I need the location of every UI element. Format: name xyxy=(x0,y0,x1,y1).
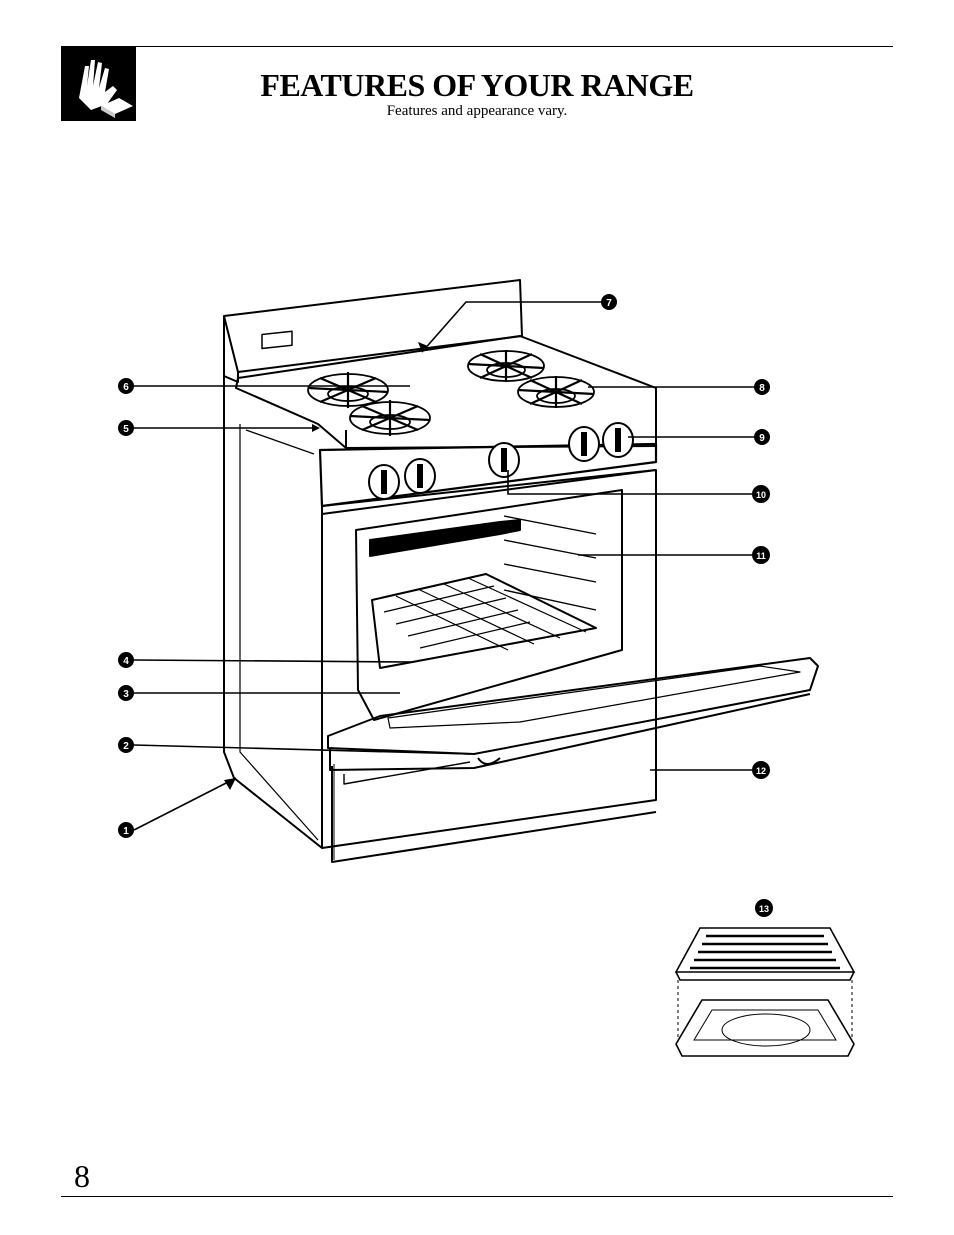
page-number: 8 xyxy=(74,1158,90,1194)
callout-4 xyxy=(118,652,134,668)
callout-8 xyxy=(754,379,770,395)
callout-13 xyxy=(755,899,773,917)
page-title: FEATURES OF YOUR RANGE xyxy=(260,67,694,103)
hand-pointing-icon xyxy=(61,46,136,121)
callout-3 xyxy=(118,685,134,701)
callout-11 xyxy=(752,546,770,564)
top-rule xyxy=(61,46,893,47)
callout-7 xyxy=(601,294,617,310)
callout-6 xyxy=(118,378,134,394)
callout-2 xyxy=(118,737,134,753)
callout-2-label: 2 xyxy=(123,741,129,752)
callout-10 xyxy=(752,485,770,503)
callout-3-label: 3 xyxy=(123,689,129,700)
callout-5-label: 5 xyxy=(123,424,129,435)
callout-13-label: 13 xyxy=(759,904,769,914)
page-subtitle: Features and appearance vary. xyxy=(386,103,568,119)
callout-12-label: 12 xyxy=(756,766,766,776)
callout-5 xyxy=(118,420,134,436)
callout-7-label: 7 xyxy=(606,298,612,309)
callout-4-label: 4 xyxy=(123,656,129,667)
callout-9 xyxy=(754,429,770,445)
callout-6-label: 6 xyxy=(123,382,129,393)
callout-11-label: 11 xyxy=(756,551,766,561)
callout-1 xyxy=(118,822,134,838)
callout-10-label: 10 xyxy=(756,490,766,500)
callout-12 xyxy=(752,761,770,779)
callout-1-label: 1 xyxy=(123,826,129,837)
callout-8-label: 8 xyxy=(759,383,765,394)
callout-9-label: 9 xyxy=(759,433,765,444)
bottom-rule xyxy=(61,1196,893,1197)
